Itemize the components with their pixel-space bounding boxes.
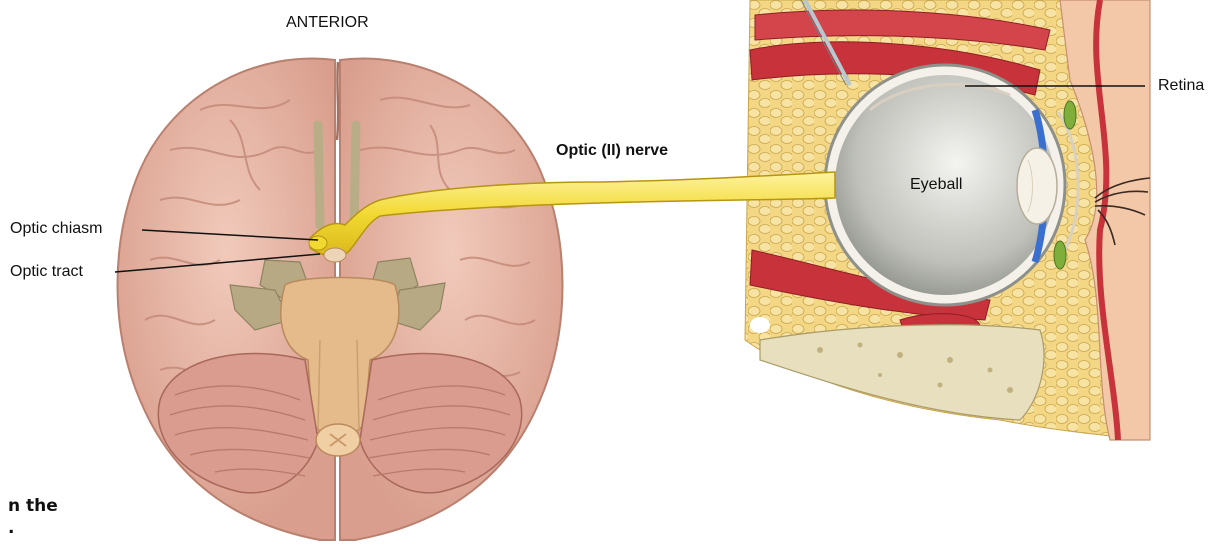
cutoff-text-line1: n the	[8, 496, 58, 516]
retina-label: Retina	[1158, 77, 1204, 95]
lens	[1017, 148, 1057, 224]
anterior-label: ANTERIOR	[286, 14, 369, 32]
optic-tract-label: Optic tract	[10, 263, 83, 281]
eyeball-label: Eyeball	[910, 176, 962, 194]
eye-cross-section	[745, 0, 1150, 440]
cutoff-text-line2: .	[8, 518, 14, 538]
cerebellum-right	[360, 353, 522, 492]
optic-chiasm-label: Optic chiasm	[10, 220, 102, 238]
brain-illustration	[118, 58, 563, 540]
optic-nerve-label: Optic (II) nerve	[556, 142, 668, 160]
cerebellum-left	[158, 353, 318, 492]
